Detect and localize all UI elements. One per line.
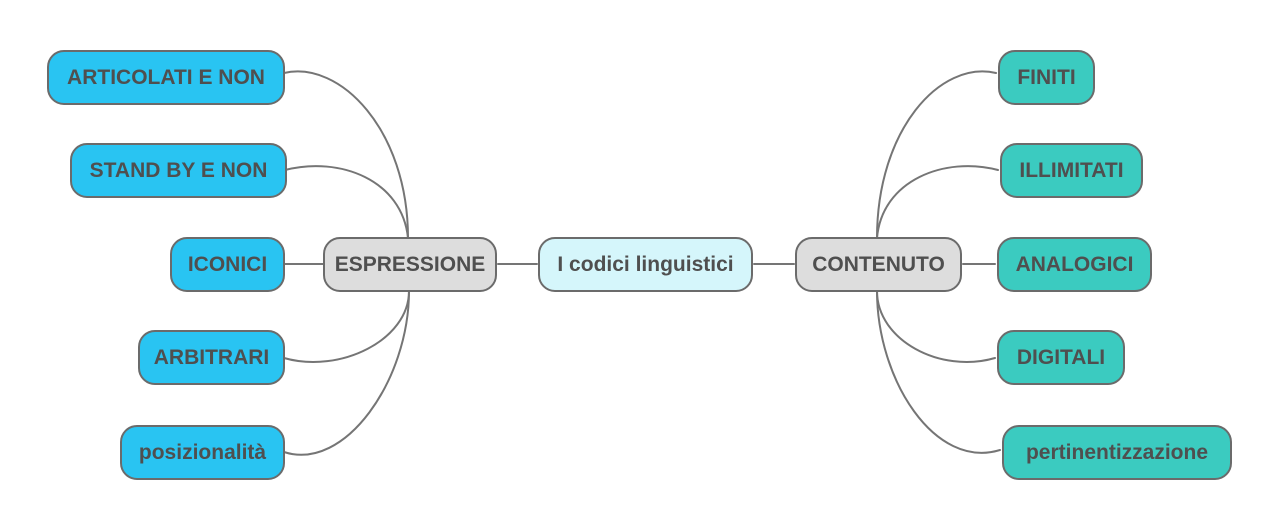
node-label: ILLIMITATI [1019,158,1124,182]
node-finiti[interactable]: FINITI [998,50,1095,105]
node-label: FINITI [1017,65,1076,89]
node-stand-by-e-non[interactable]: STAND BY E NON [70,143,287,198]
connector-espressione-arbitrari [283,290,410,363]
node-digitali[interactable]: DIGITALI [997,330,1125,385]
node-label: CONTENUTO [812,252,945,276]
connector-contenuto-digitali [876,290,996,363]
connector-contenuto-illimitati [876,165,999,239]
node-pertinentizzazione[interactable]: pertinentizzazione [1002,425,1232,480]
node-iconici[interactable]: ICONICI [170,237,285,292]
node-label: I codici linguistici [557,252,734,276]
node-label: DIGITALI [1016,345,1106,369]
node-contenuto[interactable]: CONTENUTO [795,237,962,292]
node-root-i-codici-linguistici[interactable]: I codici linguistici [538,237,753,292]
connector-contenuto-pertinentizzazione [876,290,1001,454]
node-articolati-e-non[interactable]: ARTICOLATI E NON [47,50,285,105]
node-arbitrari[interactable]: ARBITRARI [138,330,285,385]
node-analogici[interactable]: ANALOGICI [997,237,1152,292]
node-label: ARTICOLATI E NON [67,65,265,89]
connector-contenuto-finiti [876,70,997,239]
connector-espressione-posizionalita [283,290,410,456]
node-posizionalita[interactable]: posizionalità [120,425,285,480]
node-label: STAND BY E NON [89,158,268,182]
node-label: ESPRESSIONE [334,252,486,276]
connector-espressione-standby [284,165,409,239]
node-label: posizionalità [138,440,267,464]
node-label: ICONICI [187,252,268,276]
node-label: ARBITRARI [153,345,270,369]
node-label: ANALOGICI [1015,252,1134,276]
connector-espressione-articolati [283,70,409,239]
node-label: pertinentizzazione [1025,440,1209,464]
node-illimitati[interactable]: ILLIMITATI [1000,143,1143,198]
node-espressione[interactable]: ESPRESSIONE [323,237,497,292]
